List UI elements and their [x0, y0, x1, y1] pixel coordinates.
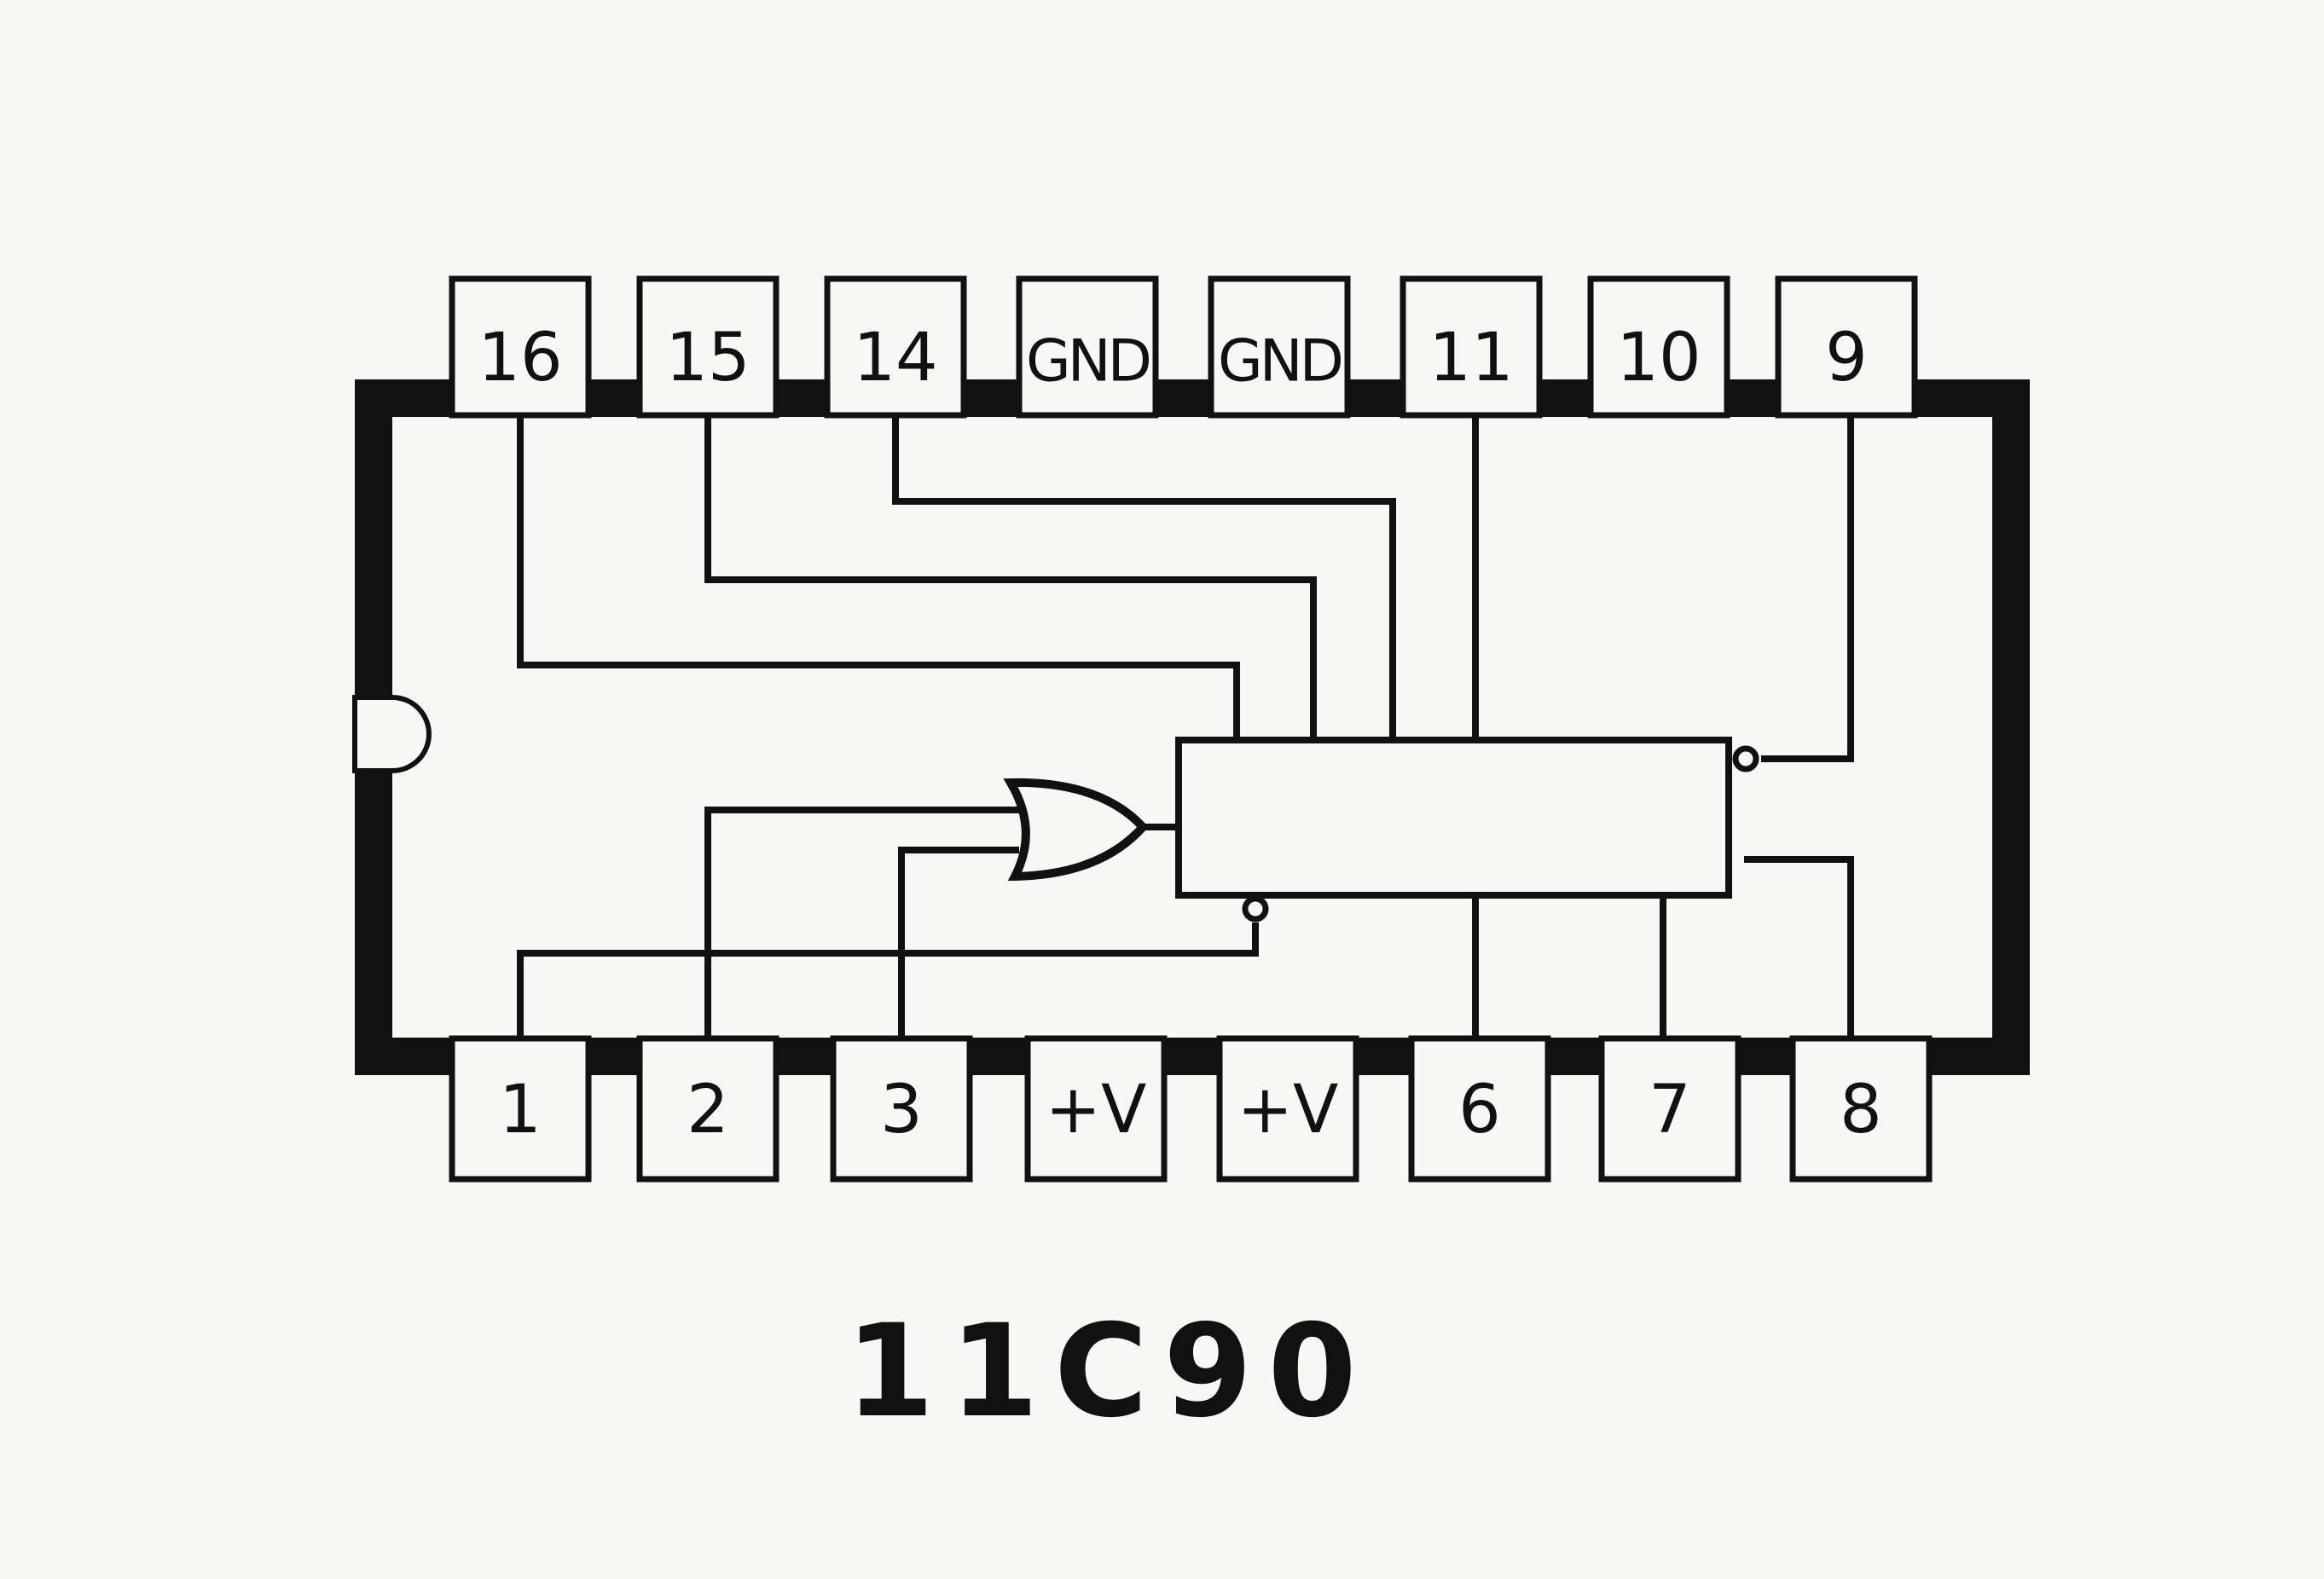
wire-pin-3: [898, 847, 1019, 1045]
pin-label-plus-v-b: +V: [1237, 1072, 1339, 1148]
or-gate: [1003, 778, 1149, 882]
pin-box-bottom-2: [830, 1035, 973, 1183]
wire-pin-8: [1744, 856, 1854, 1045]
pin-box-top-7: [1775, 275, 1918, 419]
pin-label-gnd-b: GND: [1218, 328, 1342, 396]
pin-box-bottom-3: [1024, 1035, 1168, 1183]
pin-label-1: 1: [499, 1072, 542, 1148]
pin-box-top-6: [1587, 275, 1730, 419]
pin-label-2: 2: [687, 1072, 729, 1148]
pin-box-top-0: [449, 275, 592, 419]
wire-pin-14: [892, 409, 1396, 740]
pin-box-bottom-5: [1408, 1035, 1551, 1183]
inversion-bubble-top: [1732, 745, 1759, 772]
wire-pin-15: [704, 409, 1317, 740]
wire-pin-2: [704, 807, 1019, 1045]
pin-label-8: 8: [1840, 1072, 1882, 1148]
pin-box-bottom-4: [1216, 1035, 1359, 1183]
pin-label-10: 10: [1616, 320, 1701, 396]
pin-box-bottom-1: [636, 1035, 779, 1183]
pin-box-top-5: [1400, 275, 1543, 419]
bottom-pins: 1 2 3 +V +V 6 7 8: [449, 1035, 1933, 1183]
internal-wiring: [517, 409, 1854, 1045]
pin-label-7: 7: [1649, 1072, 1691, 1148]
inversion-bubble-bottom: [1242, 895, 1269, 923]
pin-label-11: 11: [1429, 320, 1513, 396]
pin-label-gnd-a: GND: [1026, 328, 1150, 396]
orientation-notch: [352, 695, 432, 773]
pin-box-top-2: [824, 275, 967, 419]
pin-box-top-1: [636, 275, 779, 419]
pin-box-bottom-0: [449, 1035, 592, 1183]
pin-box-top-4: [1208, 275, 1351, 419]
pin-box-top-3: [1016, 275, 1159, 419]
pin-label-plus-v-a: +V: [1046, 1072, 1147, 1148]
pin-label-3: 3: [880, 1072, 923, 1148]
wire-pin-16: [517, 409, 1240, 740]
part-number: 11C90: [845, 1298, 1372, 1446]
pin-label-6: 6: [1458, 1072, 1501, 1148]
flip-flop-block: [1175, 737, 1732, 899]
wire-pin-9: [1761, 409, 1854, 762]
pin-box-bottom-6: [1598, 1035, 1742, 1183]
pin-label-16: 16: [478, 320, 562, 396]
top-pins: 16 15 14 GND GND 11 10 9: [449, 275, 1918, 419]
chip-body: [355, 379, 2030, 1075]
pin-label-9: 9: [1825, 320, 1868, 396]
pin-box-bottom-7: [1789, 1035, 1933, 1183]
pin-label-14: 14: [853, 320, 937, 396]
wire-pin-1: [517, 923, 1259, 1045]
pin-label-15: 15: [665, 320, 750, 396]
